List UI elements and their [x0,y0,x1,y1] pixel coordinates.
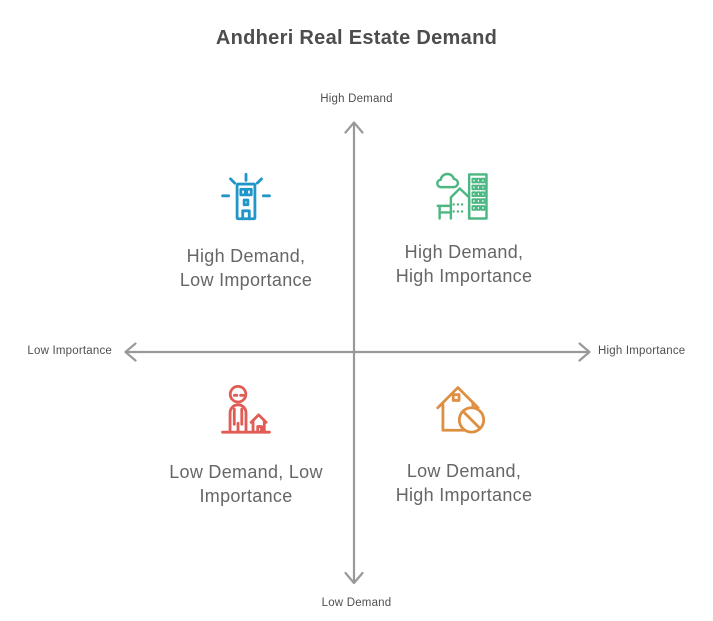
quadrant-label-line1: High Demand, [404,242,524,262]
arms-shape [232,407,244,426]
axis-label-high-importance: High Importance [598,345,686,357]
house-prohibited-icon [436,386,486,434]
mid-building-shape [449,187,471,220]
cloud-shape [436,172,460,189]
quadrant-label-line2: High Importance [395,485,533,505]
quadrant-label-line1: High Demand, [186,246,306,266]
axis-label-high-demand: High Demand [320,93,393,105]
quadrant-label: High Demand, Low Importance [135,244,357,292]
quadrant-bottom-left: Low Demand, Low Importance [135,382,357,508]
rays-shape [221,172,271,198]
axis-label-low-importance: Low Importance [27,345,112,357]
diagram-title: Andheri Real Estate Demand [215,27,498,49]
left-arrowhead-icon [124,342,137,362]
window-shape [451,393,461,402]
building-shape [235,182,257,221]
quadrant-top-right: High Demand, High Importance [353,166,575,288]
quadrant-label-line1: Low Demand, Low [169,462,323,482]
roof-shape [436,386,480,410]
quadrant-label-line2: Importance [199,486,293,506]
head-shape [228,384,248,404]
down-arrowhead-icon [344,571,364,585]
up-arrowhead-icon [344,121,364,134]
person-with-house-icon [221,384,271,434]
city-skyline-icon [436,172,488,220]
door-shape [241,209,251,221]
quadrant-top-left: High Demand, Low Importance [135,170,357,292]
right-arrowhead-icon [578,342,591,362]
quadrant-label: Low Demand, High Importance [353,459,575,507]
quadrant-label-line2: Low Importance [179,270,313,290]
quadrant-label: High Demand, High Importance [353,240,575,288]
small-house-shape [249,413,268,434]
small-building-shape [436,204,453,220]
body-shape [228,403,248,434]
ban-slash [461,409,482,430]
quadrant-label-line2: High Importance [395,266,533,286]
quadrant-bottom-right: Low Demand, High Importance [353,381,575,507]
quadrant-label-line1: Low Demand, [406,461,522,481]
axis-label-low-demand: Low Demand [321,597,392,609]
quadrant-label: Low Demand, Low Importance [135,460,357,508]
shining-building-icon [221,172,271,221]
